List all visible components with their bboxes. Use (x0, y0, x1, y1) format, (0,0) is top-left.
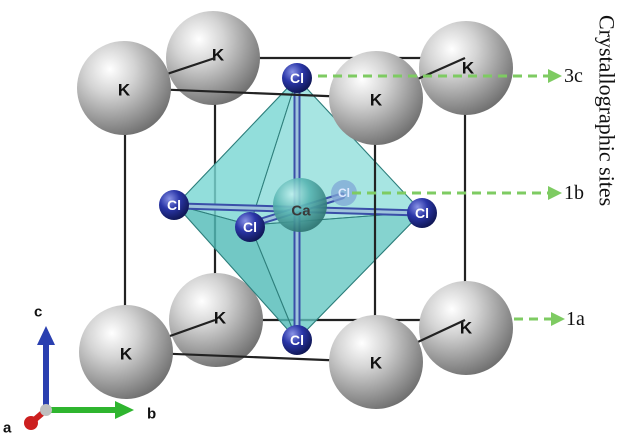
k-atom-back-bottom-right: K (419, 281, 513, 375)
k-atom-front-top-left: K (77, 41, 171, 135)
site-label-1b: 1b (564, 182, 584, 204)
axis-label-c: c (34, 304, 42, 321)
cl-atom-label: Cl (290, 332, 304, 348)
vertical-title: Crystallographic sites (595, 15, 620, 206)
cl-atom-bottom: Cl (282, 325, 312, 355)
cl-atom-front: Cl (235, 212, 265, 242)
k-atom-front-top-right: K (329, 51, 423, 145)
site-label-3c: 3c (564, 65, 583, 87)
cl-atom-label: Cl (338, 186, 350, 200)
cl-atom-label: Cl (290, 70, 304, 86)
axis-label-a: a (3, 420, 12, 437)
k-atom-front-bottom-right: K (329, 315, 423, 409)
site-arrows (318, 74, 553, 321)
axis-label-b: b (147, 406, 156, 423)
ca-atom-label: Ca (291, 203, 311, 220)
k-atom-back-bottom-left: K (169, 273, 263, 367)
cl-atom-top: Cl (282, 63, 312, 93)
axes-indicator: c b a (3, 304, 156, 437)
k-atom-label: K (370, 91, 383, 110)
k-atom-front-bottom-left: K (79, 305, 173, 399)
site-label-1a: 1a (566, 308, 585, 330)
k-atom-label: K (460, 319, 473, 338)
k-atom-label: K (214, 309, 227, 328)
cl-atom-label: Cl (243, 219, 257, 235)
cl-atom-right: Cl (407, 198, 437, 228)
k-atom-label: K (118, 81, 131, 100)
ca-atom: Ca (273, 178, 327, 232)
k-atom-label: K (212, 46, 225, 65)
k-atom-label: K (120, 345, 133, 364)
cl-atom-left: Cl (159, 190, 189, 220)
cl-atom-label: Cl (415, 205, 429, 221)
cl-atom-label: Cl (167, 197, 181, 213)
k-atom-label: K (370, 354, 383, 373)
octahedron (174, 76, 424, 342)
site-arrow-heads (548, 69, 565, 326)
k-atom-label: K (462, 59, 475, 78)
cl-atom-back-hidden: Cl (331, 180, 357, 206)
k-atom-back-top-right: K (419, 21, 513, 115)
